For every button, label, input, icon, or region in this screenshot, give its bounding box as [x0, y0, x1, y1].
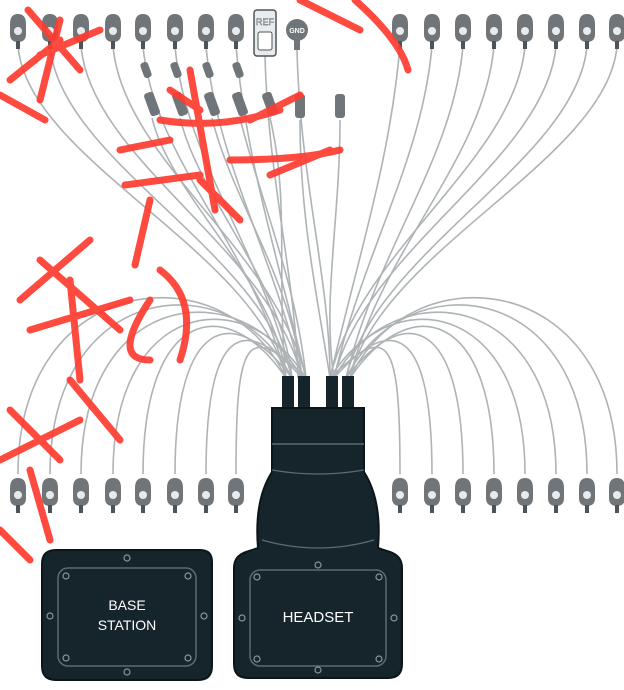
bottom-left-electrode — [167, 478, 183, 513]
bottom-left-electrode — [228, 478, 244, 513]
bottom-right-electrode — [579, 478, 595, 513]
top-right-electrode — [486, 14, 502, 49]
gnd-connector: GND — [286, 19, 308, 50]
wire-bundle — [17, 45, 618, 475]
middle-electrode — [232, 91, 248, 117]
wire — [235, 346, 307, 475]
top-left-electrode — [10, 14, 26, 49]
wire — [329, 45, 526, 379]
wire — [235, 45, 307, 379]
top-left-electrode — [198, 14, 214, 49]
top-right-electrode — [455, 14, 471, 49]
wire — [345, 332, 464, 475]
bottom-right-electrode — [424, 478, 440, 513]
ref-label: REF — [256, 17, 275, 27]
bottom-left-electrode — [42, 478, 58, 513]
top-right-electrode — [548, 14, 564, 49]
top-left-electrode — [135, 14, 151, 49]
headset-device: HEADSET — [233, 376, 403, 679]
bottom-right-electrode — [392, 478, 408, 513]
top-right-electrode — [424, 14, 440, 49]
middle-electrode — [335, 94, 345, 118]
middle-electrode — [202, 61, 214, 79]
base-station-label-line1: BASE — [108, 597, 145, 613]
wire — [269, 117, 287, 379]
wire — [329, 346, 401, 475]
top-right-electrode — [579, 14, 595, 49]
bottom-right-electrode — [517, 478, 533, 513]
wire — [329, 45, 401, 379]
wire — [112, 45, 307, 379]
bottom-left-electrode — [10, 478, 26, 513]
wire — [329, 119, 341, 379]
top-left-electrode — [167, 14, 183, 49]
wire — [349, 45, 618, 379]
base-station-device: BASE STATION — [41, 549, 213, 681]
top-electrode-row — [10, 14, 624, 49]
wire — [345, 45, 464, 379]
middle-electrode — [170, 61, 182, 79]
wire — [151, 117, 287, 379]
bottom-left-electrode — [198, 478, 214, 513]
headset-label: HEADSET — [283, 609, 354, 626]
bottom-left-electrode — [105, 478, 121, 513]
top-left-electrode — [228, 14, 244, 49]
bottom-left-electrode — [135, 478, 151, 513]
wire — [345, 304, 588, 475]
wire — [179, 117, 293, 379]
middle-electrode — [144, 91, 160, 117]
top-right-electrode — [609, 14, 624, 49]
bottom-right-electrode — [548, 478, 564, 513]
wire — [239, 117, 307, 379]
bottom-left-electrode — [73, 478, 89, 513]
wire — [349, 325, 495, 475]
wire — [142, 45, 287, 379]
wire — [349, 296, 618, 475]
bottom-right-electrode — [455, 478, 471, 513]
top-right-electrode — [517, 14, 533, 49]
gnd-label: GND — [289, 28, 305, 35]
base-station-label-line2: STATION — [98, 617, 157, 633]
bottom-electrode-row — [10, 478, 624, 513]
wire — [205, 45, 303, 379]
wire — [142, 325, 287, 475]
middle-electrode — [232, 61, 244, 79]
watermark — [0, 0, 412, 564]
ref-connector: REF — [253, 9, 277, 57]
bottom-right-electrode — [609, 478, 624, 513]
bottom-right-electrode — [486, 478, 502, 513]
wire — [49, 304, 293, 475]
top-left-electrode — [105, 14, 121, 49]
wire — [17, 45, 287, 379]
wire — [333, 45, 557, 379]
wire — [49, 45, 293, 379]
middle-electrode — [140, 61, 152, 79]
wire — [174, 332, 293, 475]
wire — [211, 117, 303, 379]
wire — [345, 45, 588, 379]
middle-electrode — [204, 91, 220, 117]
wire — [333, 339, 433, 475]
wire — [333, 311, 557, 475]
